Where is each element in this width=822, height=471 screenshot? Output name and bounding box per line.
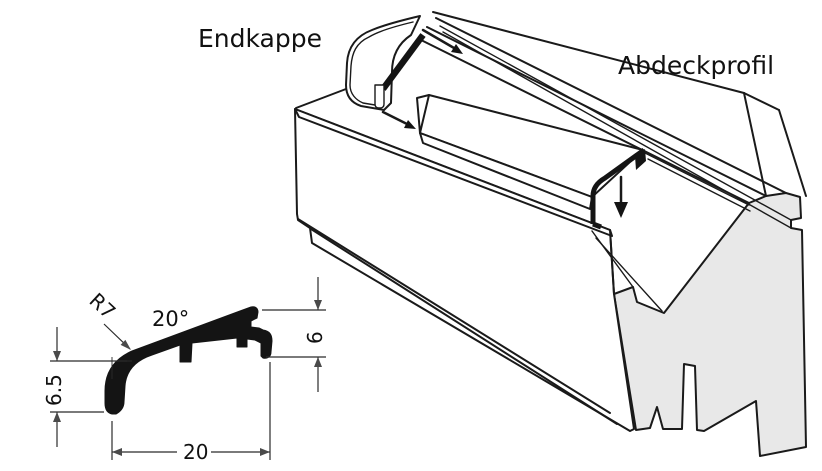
rail-top-back-edge bbox=[432, 11, 745, 94]
cover-profile-label: Abdeckprofil bbox=[618, 51, 774, 80]
radius-label: R7 bbox=[85, 288, 121, 324]
slide-arrow-top bbox=[421, 28, 463, 54]
cross-section-drawing: R7 20° 6.5 20 bbox=[42, 277, 327, 464]
rail-end-chamfer-edge-1 bbox=[743, 92, 780, 111]
rail-ridge-front bbox=[435, 17, 787, 194]
body-top-lip bbox=[294, 108, 613, 237]
channel-clip-line-1 bbox=[644, 152, 750, 206]
end-cap-slot-outline bbox=[374, 84, 385, 109]
bottom-width-value: 20 bbox=[183, 440, 208, 464]
base-profile-body bbox=[294, 88, 807, 457]
rail-front-top-edge bbox=[418, 38, 750, 204]
direction-arrow-icon bbox=[381, 110, 409, 126]
end-face bbox=[613, 192, 807, 457]
dimension-right-height: 6 bbox=[262, 277, 327, 392]
dim-arrow-down bbox=[314, 300, 322, 310]
dim-arrow-right bbox=[260, 448, 270, 456]
slide-arrow-bottom-head bbox=[404, 120, 416, 129]
channel-floor-line bbox=[595, 237, 663, 312]
dim-arrow-up bbox=[314, 357, 322, 367]
direction-arrow-icon bbox=[421, 28, 456, 50]
radius-leader-arrow bbox=[120, 339, 131, 350]
cover-cross-section-hook bbox=[635, 149, 646, 170]
cover-cross-section bbox=[590, 147, 646, 224]
cover-front-face bbox=[419, 132, 593, 210]
body-far-top-edge bbox=[295, 88, 347, 109]
insert-arrow-down bbox=[614, 175, 628, 218]
end-cap-rim-line bbox=[349, 21, 414, 107]
cross-section-profile bbox=[104, 306, 273, 415]
rail-end-chamfer-edge-2 bbox=[778, 109, 807, 197]
down-arrow-head bbox=[614, 202, 628, 218]
channel-clip-line-2 bbox=[647, 158, 751, 212]
dim-arrow-down bbox=[53, 351, 61, 361]
right-height-value: 6 bbox=[303, 331, 327, 344]
end-cap bbox=[345, 15, 463, 129]
dimension-left-height: 6.5 bbox=[42, 327, 127, 447]
cover-profile-prism bbox=[416, 94, 646, 230]
rail-groove-line-1 bbox=[439, 25, 792, 221]
dimension-bottom-width: 20 bbox=[111, 362, 271, 464]
left-height-value: 6.5 bbox=[42, 374, 66, 406]
dim-arrow-up bbox=[53, 412, 61, 422]
body-cut-edge bbox=[609, 229, 615, 295]
cover-cross-section-foot bbox=[592, 221, 602, 230]
rail-end-fold-line bbox=[743, 92, 767, 197]
end-cap-label: Endkappe bbox=[198, 24, 322, 53]
slide-arrow-top-head bbox=[451, 44, 463, 54]
dim-arrow-left bbox=[112, 448, 122, 456]
radius-callout: R7 bbox=[85, 288, 131, 350]
back-rail bbox=[418, 11, 807, 229]
end-cap-groove bbox=[380, 33, 426, 91]
slide-arrow-bottom bbox=[381, 110, 416, 129]
body-step-line-lower bbox=[310, 228, 618, 425]
angle-label: 20° bbox=[152, 307, 189, 331]
body-step-line-upper bbox=[297, 218, 611, 414]
rail-groove-line-2 bbox=[442, 31, 792, 229]
